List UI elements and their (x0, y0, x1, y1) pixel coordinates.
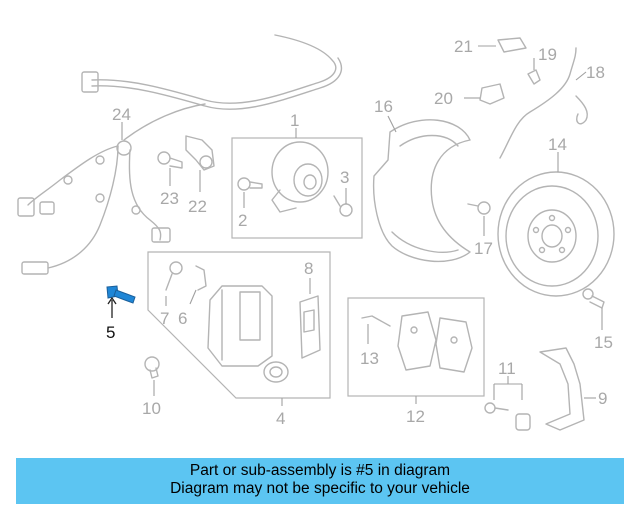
part-caliper-body (207, 285, 273, 367)
part-14-brake-rotor (497, 152, 615, 297)
part-12-brake-pads (397, 311, 473, 373)
assembly-box-1 (231, 137, 363, 239)
part-15-bolt (582, 288, 605, 330)
part-13-wear-sensor (361, 315, 391, 344)
callout-20: 20 (434, 89, 453, 108)
callout-17: 17 (474, 239, 493, 258)
part-caliper-seal (263, 361, 289, 383)
callout-18: 18 (586, 63, 605, 82)
part-17-bolt (467, 201, 491, 236)
callout-8: 8 (304, 259, 313, 278)
callout-1: 1 (290, 111, 299, 130)
part-19-clip (527, 58, 541, 85)
callout-23: 23 (160, 189, 179, 208)
callout-11: 11 (498, 359, 516, 378)
callout-5: 5 (106, 323, 115, 342)
part-2-bolt (237, 177, 263, 208)
part-18-brake-hose (499, 47, 588, 159)
callout-7: 7 (160, 309, 169, 328)
part-16-dust-shield (372, 115, 471, 263)
part-22-sensor (185, 135, 215, 192)
callout-12: 12 (406, 407, 425, 426)
part-7-cap (165, 261, 183, 306)
callout-22: 22 (188, 197, 207, 216)
callout-4: 4 (276, 409, 285, 428)
part-6-bleeder (189, 265, 207, 305)
callout-15: 15 (594, 333, 613, 352)
part-9-spring (539, 347, 596, 431)
info-banner: Part or sub-assembly is #5 in diagram Di… (16, 458, 624, 504)
callout-24: 24 (112, 105, 131, 124)
assembly-box-4 (147, 251, 331, 399)
part-11-guide-pins (484, 376, 531, 431)
callout-2: 2 (238, 211, 247, 230)
callout-16: 16 (374, 97, 393, 116)
part-10-bolt (144, 356, 160, 396)
part-1-wheel-hub (271, 141, 329, 213)
part-3-bolt (333, 188, 353, 217)
part-8-pad-clip (299, 278, 321, 359)
callout-14: 14 (548, 135, 567, 154)
part-20-bracket (464, 83, 505, 105)
part-23-bolt (157, 151, 183, 186)
callout-13: 13 (360, 349, 379, 368)
callout-3: 3 (340, 168, 349, 187)
callout-9: 9 (598, 389, 607, 408)
part-24-wiring-harness (17, 34, 343, 275)
banner-line-part-number: Part or sub-assembly is #5 in diagram (189, 462, 451, 479)
part-21-clip (478, 37, 527, 53)
callout-10: 10 (142, 399, 161, 418)
callout-19: 19 (538, 45, 557, 64)
banner-line-disclaimer: Diagram may not be specific to your vehi… (170, 480, 470, 497)
callout-6: 6 (178, 309, 187, 328)
callout-21: 21 (454, 37, 473, 56)
part-5-bolt-highlighted[interactable] (106, 285, 136, 318)
assembly-box-12 (347, 297, 485, 397)
